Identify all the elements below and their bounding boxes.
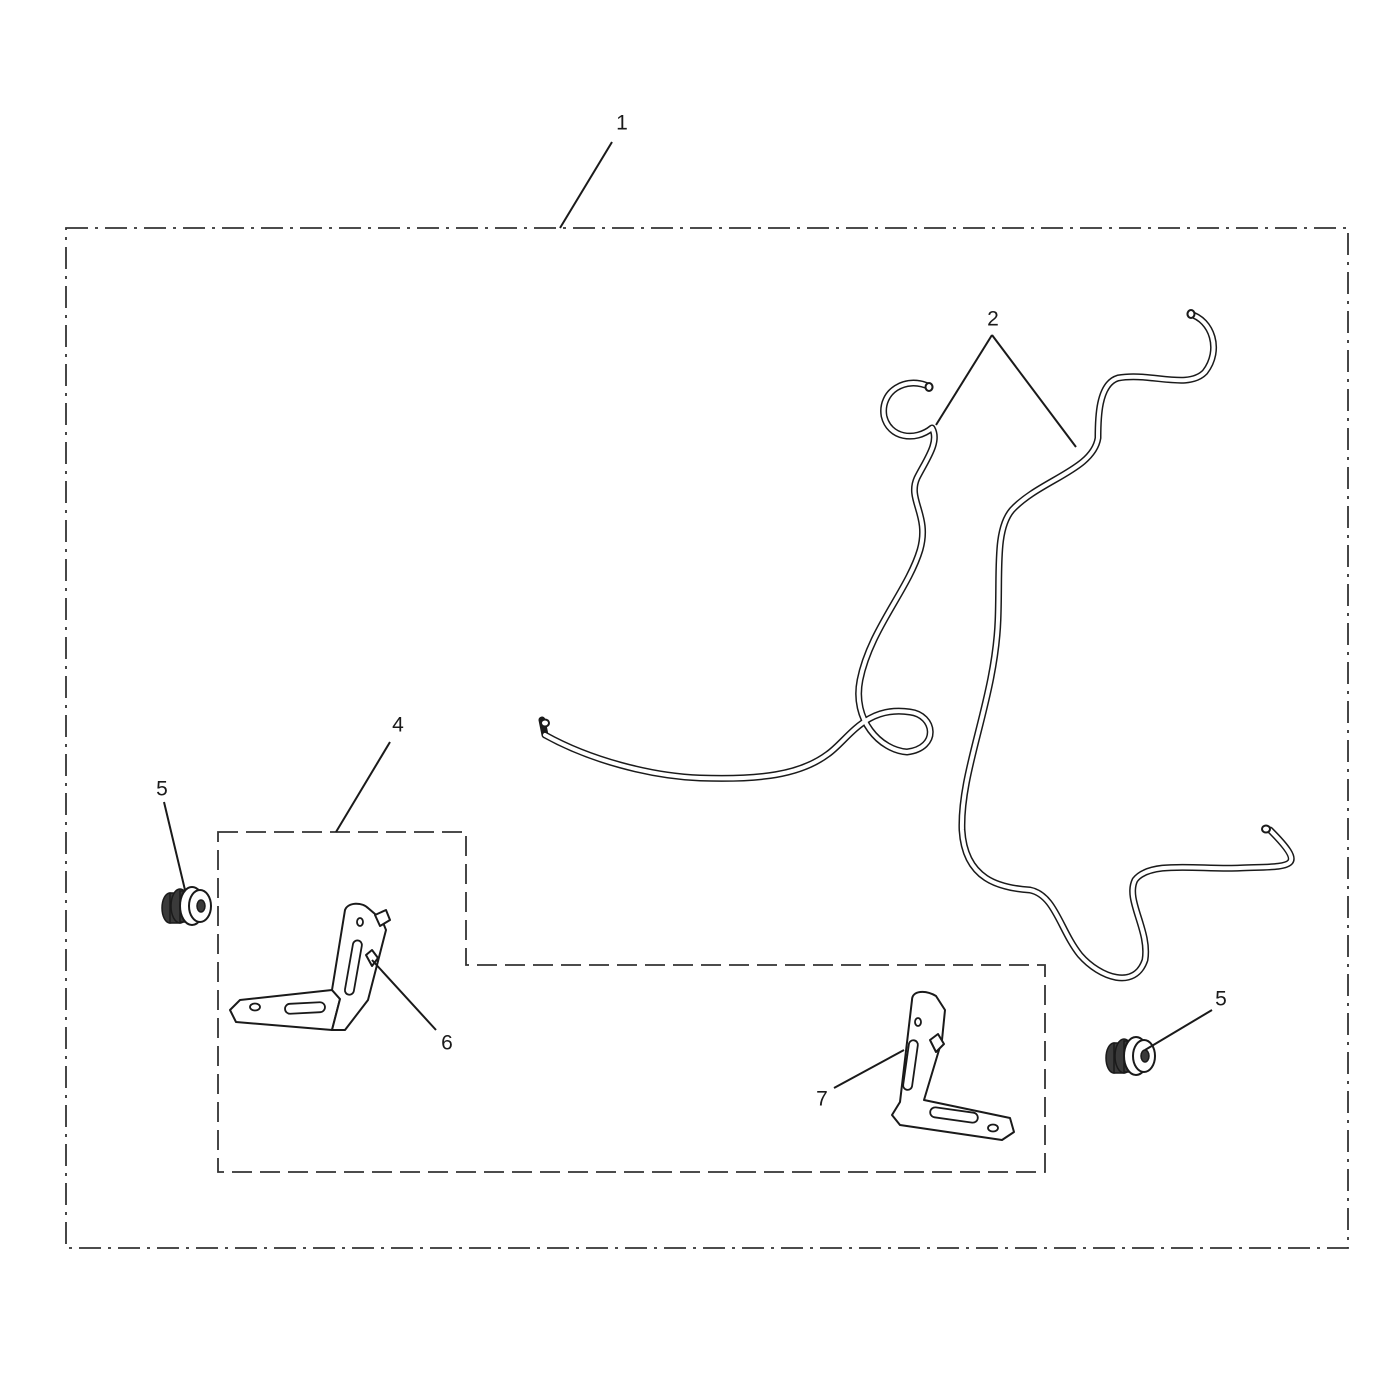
grommet-right [1105, 1036, 1156, 1076]
leader-5-right [1144, 1009, 1213, 1051]
leader-4 [335, 741, 391, 833]
bracket-kit-boundary-frame [217, 831, 1046, 1173]
bracket-left [229, 902, 391, 1031]
hose-left-end-upper [924, 382, 934, 392]
hose-right-end-upper [1186, 309, 1196, 319]
hose-right-end-lower [1261, 824, 1271, 834]
leader-5-left [163, 801, 186, 891]
callout-5-left: 5 [156, 778, 168, 801]
grommet-left [161, 886, 212, 926]
hose-left [538, 379, 938, 782]
leader-6 [371, 959, 437, 1031]
leader-1 [559, 141, 613, 229]
hose-left-end-lower [540, 718, 550, 728]
callout-4: 4 [392, 714, 404, 737]
callout-6: 6 [441, 1032, 453, 1055]
hose-right [958, 309, 1295, 982]
callout-5-right: 5 [1215, 988, 1227, 1011]
leader-7 [833, 1049, 905, 1089]
callout-1: 1 [616, 112, 628, 135]
leader-2b [991, 334, 1077, 448]
leader-2a [935, 334, 993, 426]
clip-6 [374, 909, 391, 927]
bracket-right [891, 990, 1015, 1141]
callout-2: 2 [987, 308, 999, 331]
callout-7: 7 [816, 1088, 828, 1111]
kit-boundary-frame [65, 227, 1349, 1249]
